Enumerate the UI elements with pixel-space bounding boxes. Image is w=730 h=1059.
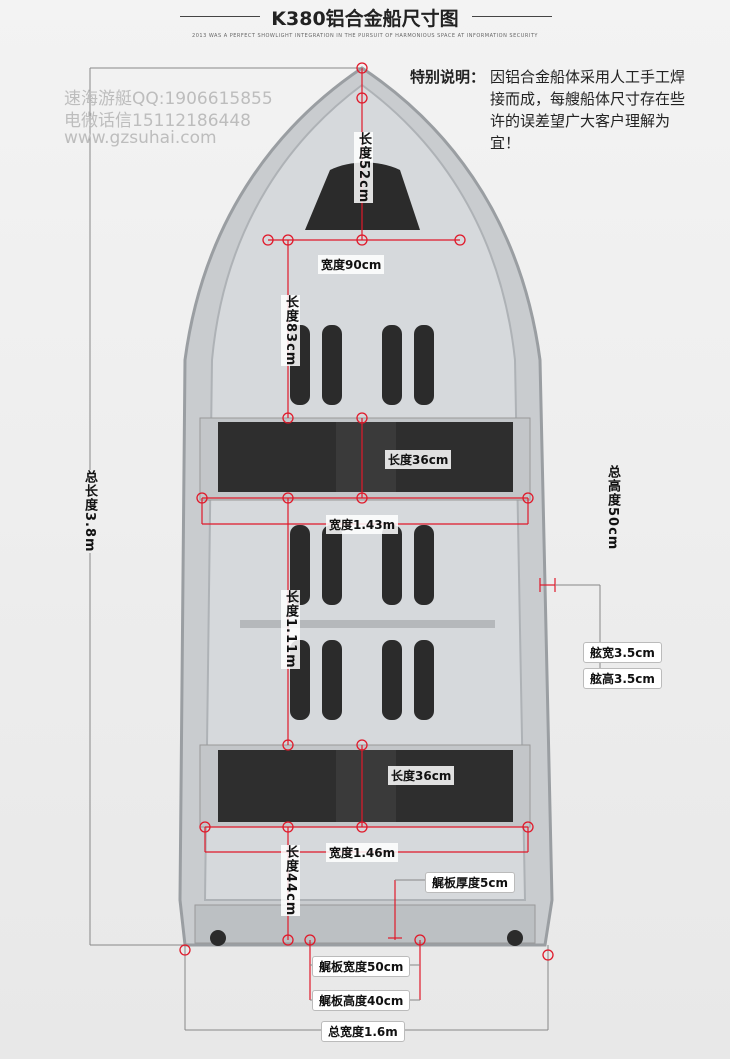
note-text: 因铝合金船体采用人工手工焊接而成，每艘船体尺寸存在些许的误差望广大客户理解为宜！	[490, 68, 686, 152]
bow-length-label: 长度52cm	[354, 132, 373, 204]
drain-plug-left	[210, 930, 226, 946]
seat2-length-label: 长度36cm	[388, 766, 455, 785]
total-length-label: 总长度3.8m	[80, 470, 99, 553]
floor-slot	[414, 325, 434, 405]
floor-slot	[414, 640, 434, 720]
floor-slot	[382, 525, 402, 605]
transom	[194, 904, 536, 944]
stern-length-label: 长度44cm	[281, 845, 300, 917]
mid-length-label: 长度1.11m	[281, 590, 300, 669]
seat1-length-label: 长度36cm	[385, 450, 452, 469]
page-subtitle: 2013 WAS A PERFECT SHOWLIGHT INTEGRATION…	[192, 33, 538, 39]
watermark-qq: 速海游艇QQ:1906615855	[64, 89, 273, 109]
seat1-width-label: 宽度1.43m	[326, 515, 399, 534]
gunwale-height-label: 舷高3.5cm	[583, 668, 662, 689]
floor-slot	[414, 525, 434, 605]
note-label: 特别说明：	[410, 68, 486, 86]
floor-slot	[322, 525, 342, 605]
bow-width-label: 宽度90cm	[318, 255, 385, 274]
page-title: K380铝合金船尺寸图	[271, 8, 459, 30]
transom-height-label: 艉板高度40cm	[312, 990, 411, 1011]
target-markers	[179, 62, 554, 961]
floor-rib	[240, 620, 495, 628]
title-rule-left	[180, 16, 260, 17]
total-width-label: 总宽度1.6m	[321, 1021, 405, 1042]
gunwale-width-label: 舷宽3.5cm	[583, 642, 662, 663]
transom-width-label: 艉板宽度50cm	[312, 956, 411, 977]
total-height-label: 总高度50cm	[605, 465, 620, 551]
seat-2-center	[336, 750, 396, 822]
seat2-width-label: 宽度1.46m	[326, 843, 399, 862]
title-rule-right	[472, 16, 552, 17]
floor-slot	[290, 525, 310, 605]
floor-slot	[322, 325, 342, 405]
transom-thickness-label: 艉板厚度5cm	[425, 872, 515, 893]
floor-slot	[382, 640, 402, 720]
watermark-url: www.gzsuhai.com	[64, 128, 217, 148]
watermark-phone: 电微话信15112186448	[64, 111, 251, 131]
front-length-label: 长度83cm	[281, 295, 300, 367]
drain-plug-right	[507, 930, 523, 946]
floor-slot	[322, 640, 342, 720]
floor-slot	[382, 325, 402, 405]
